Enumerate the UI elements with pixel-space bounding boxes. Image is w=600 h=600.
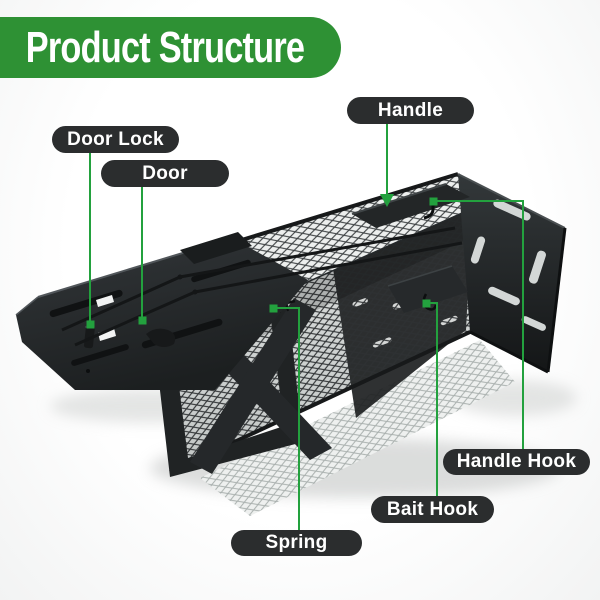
- label-bait-hook-text: Bait Hook: [386, 498, 479, 520]
- handle-hook-dot: [429, 197, 438, 206]
- leader-markers: [86, 194, 438, 329]
- label-bait-hook: Bait Hook: [371, 496, 494, 523]
- label-door-lock: Door Lock: [52, 126, 179, 153]
- leader-handle-hook: [433, 200, 524, 450]
- bait-hook-dot: [422, 299, 431, 308]
- label-spring: Spring: [231, 530, 362, 556]
- label-door: Door: [101, 160, 229, 187]
- bait-hook-part: [422, 293, 438, 311]
- page-title: Product Structure: [25, 22, 305, 72]
- leader-spring: [273, 307, 300, 531]
- linkage-rods: [61, 226, 463, 347]
- handle-hook-part: [423, 199, 435, 220]
- door-hinge-bracket: [180, 232, 252, 264]
- label-door-lock-text: Door Lock: [67, 128, 164, 150]
- door-panel: [15, 232, 308, 390]
- label-door-text: Door: [142, 162, 188, 184]
- label-handle-hook-text: Handle Hook: [456, 451, 577, 472]
- door-dot: [138, 316, 147, 325]
- door-lock-dot: [86, 320, 95, 329]
- label-handle-text: Handle: [377, 99, 444, 121]
- spring-dot: [269, 304, 278, 313]
- end-panel-x-cutouts: [470, 199, 546, 331]
- cage-end-panel: [457, 173, 567, 374]
- title-banner: Product Structure: [0, 17, 341, 78]
- handle-bar: [351, 183, 470, 228]
- door-latch: [146, 328, 176, 347]
- label-handle: Handle: [347, 97, 474, 124]
- label-spring-text: Spring: [265, 532, 328, 553]
- label-handle-hook: Handle Hook: [443, 449, 590, 475]
- handle-arrow: [380, 194, 394, 207]
- bait-plate: [387, 265, 468, 313]
